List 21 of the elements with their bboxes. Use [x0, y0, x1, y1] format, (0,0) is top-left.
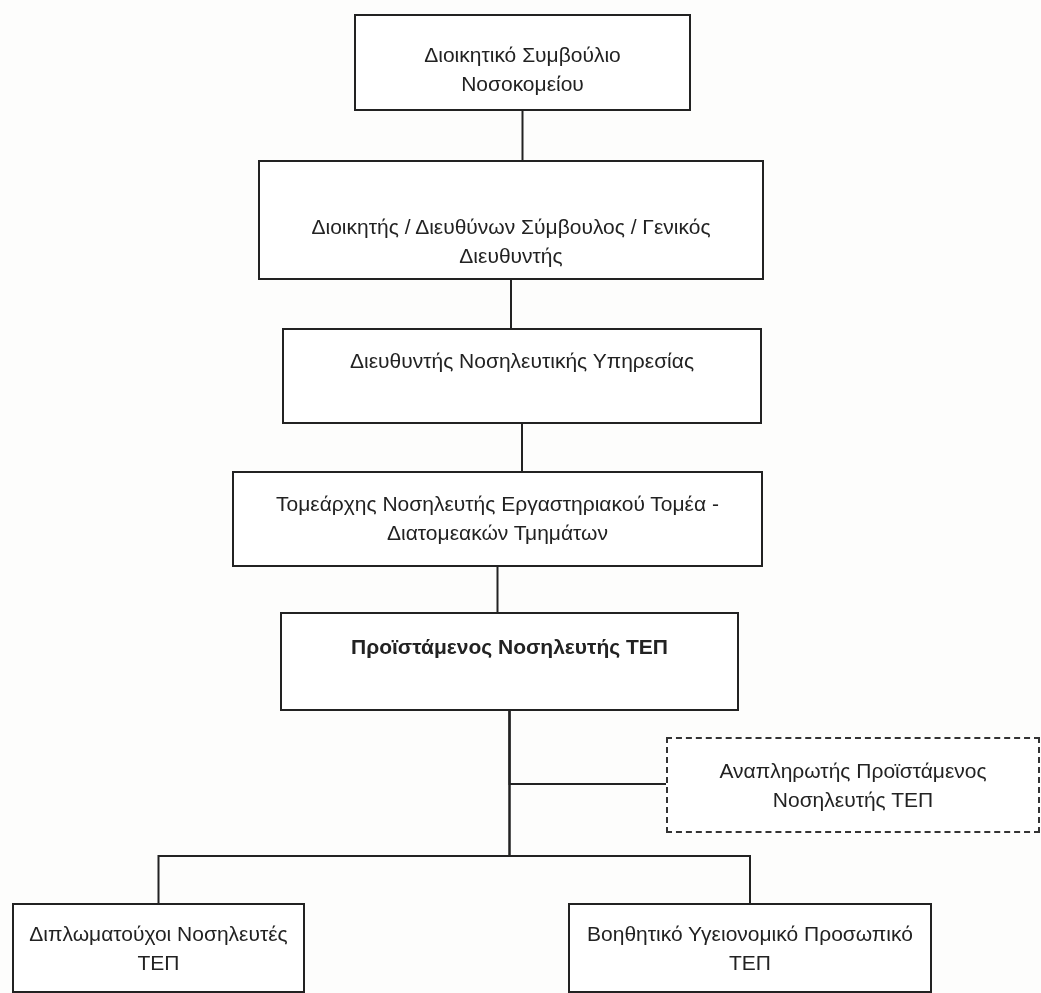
role-box	[568, 903, 932, 993]
role-box	[232, 471, 763, 567]
connector-line	[521, 110, 524, 161]
role-box	[12, 903, 305, 993]
role-title: Διοικητής / Διευθύνων Σύμβουλος / Γενικός Διευθυντής	[310, 214, 712, 269]
role-title: Προϊστάμενος Νοσηλευτής ΤΕΠ	[351, 634, 668, 660]
role-box	[280, 612, 739, 711]
role-title: Διευθυντής Νοσηλευτικής Υπηρεσίας	[349, 348, 695, 374]
connector-line	[510, 279, 512, 329]
role-box	[258, 160, 764, 280]
role-title: Αναπληρωτής Προϊστάμενος Νοσηλευτής ΤΕΠ	[718, 758, 988, 813]
dashed-role-box	[666, 737, 1040, 833]
connector-line	[521, 423, 523, 472]
connector-line	[496, 566, 499, 613]
role-box	[282, 328, 762, 424]
role-title: Διπλωματούχοι Νοσηλευτές ΤΕΠ	[28, 921, 289, 976]
role-title: Διοικητικό Συμβούλιο Νοσοκομείου	[423, 42, 622, 97]
role-title: Βοηθητικό Υγειονομικό Προσωπικό ΤΕΠ	[586, 921, 914, 976]
role-box	[354, 14, 691, 111]
role-title: Τομεάρχης Νοσηλευτής Εργαστηριακού Τομέα - Διατομεακών Τμημάτων	[275, 491, 720, 546]
connector-line	[508, 710, 751, 904]
